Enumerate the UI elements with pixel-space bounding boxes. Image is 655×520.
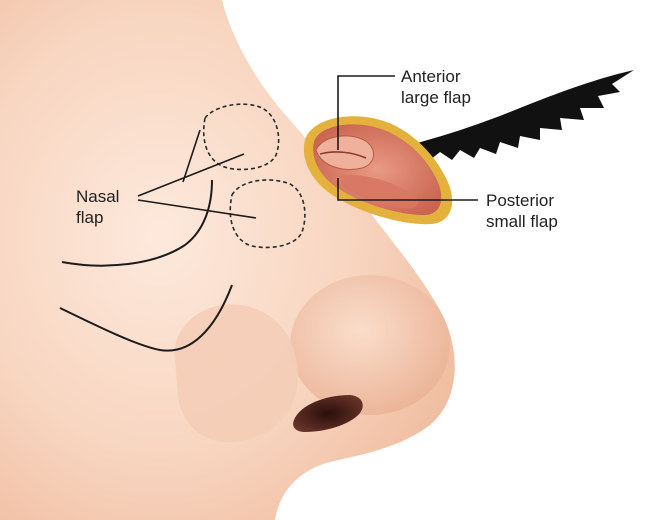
nasal-ala	[174, 304, 298, 442]
posterior-small-flap-label: Posterior small flap	[486, 190, 558, 232]
anterior-label-line2: large flap	[401, 87, 471, 108]
posterior-label-line1: Posterior	[486, 190, 558, 211]
posterior-label-line2: small flap	[486, 211, 558, 232]
nasal-flap-label-line1: Nasal	[76, 186, 119, 207]
nasal-tip	[290, 275, 450, 415]
nasal-flap-label-line2: flap	[76, 207, 119, 228]
nasal-flap-label: Nasal flap	[76, 186, 119, 228]
anterior-large-flap-label: Anterior large flap	[401, 66, 471, 108]
anterior-label-line1: Anterior	[401, 66, 471, 87]
